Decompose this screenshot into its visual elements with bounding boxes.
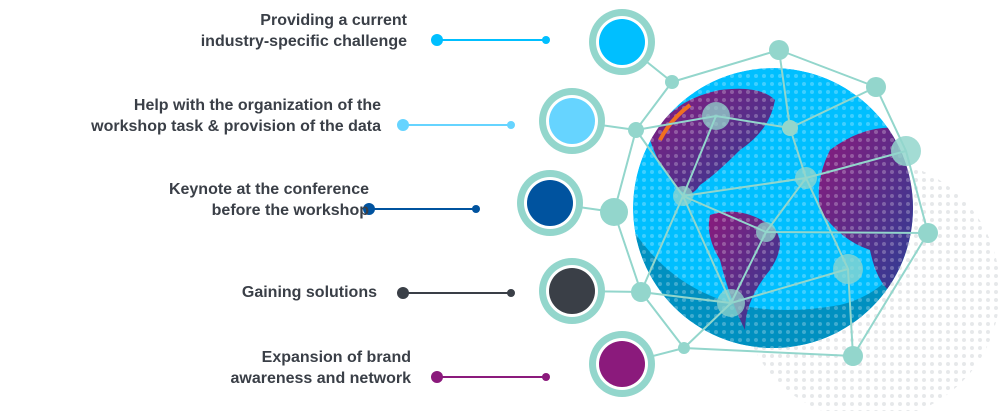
network-nodes	[600, 40, 938, 366]
item-label: Expansion of brand awareness and network	[230, 347, 411, 389]
connector-end-dot	[542, 36, 550, 44]
item-label: Providing a current industry-specific cha…	[201, 10, 407, 52]
item-label-line1: Keynote at the conference	[168, 181, 369, 198]
item-connector	[431, 331, 655, 397]
connector-start-dot	[431, 34, 443, 46]
connector-start-dot	[397, 119, 409, 131]
connector-start-dot	[431, 371, 443, 383]
connector-end-dot	[507, 121, 515, 129]
connector-start-dot	[397, 287, 409, 299]
item-label: Gaining solutions	[242, 282, 377, 303]
item-label-line2: before the workshop	[211, 202, 369, 219]
item-label-line2: industry-specific challenge	[200, 33, 407, 50]
item-node	[599, 19, 645, 65]
item-connector	[431, 9, 655, 75]
item-node	[549, 268, 595, 314]
item-node	[527, 180, 573, 226]
item-node	[549, 98, 595, 144]
item-connector	[363, 170, 583, 236]
connector-end-dot	[507, 289, 515, 297]
globe	[633, 68, 913, 348]
item-node	[599, 341, 645, 387]
item-label: Keynote at the conference before the work…	[169, 179, 369, 221]
item-connector	[397, 258, 605, 324]
item-label-line2: workshop task & provision of the data	[91, 118, 381, 135]
item-label: Help with the organization of the worksho…	[91, 95, 381, 137]
connector-end-dot	[472, 205, 480, 213]
connector-end-dot	[542, 373, 550, 381]
item-label-line1: Providing a current	[260, 12, 407, 29]
item-connector	[397, 88, 605, 154]
item-label-line1: Gaining solutions	[241, 284, 377, 301]
connector-start-dot	[363, 203, 375, 215]
item-label-line2: awareness and network	[230, 370, 411, 387]
item-label-line1: Expansion of brand	[261, 349, 411, 366]
item-label-line1: Help with the organization of the	[133, 97, 381, 114]
